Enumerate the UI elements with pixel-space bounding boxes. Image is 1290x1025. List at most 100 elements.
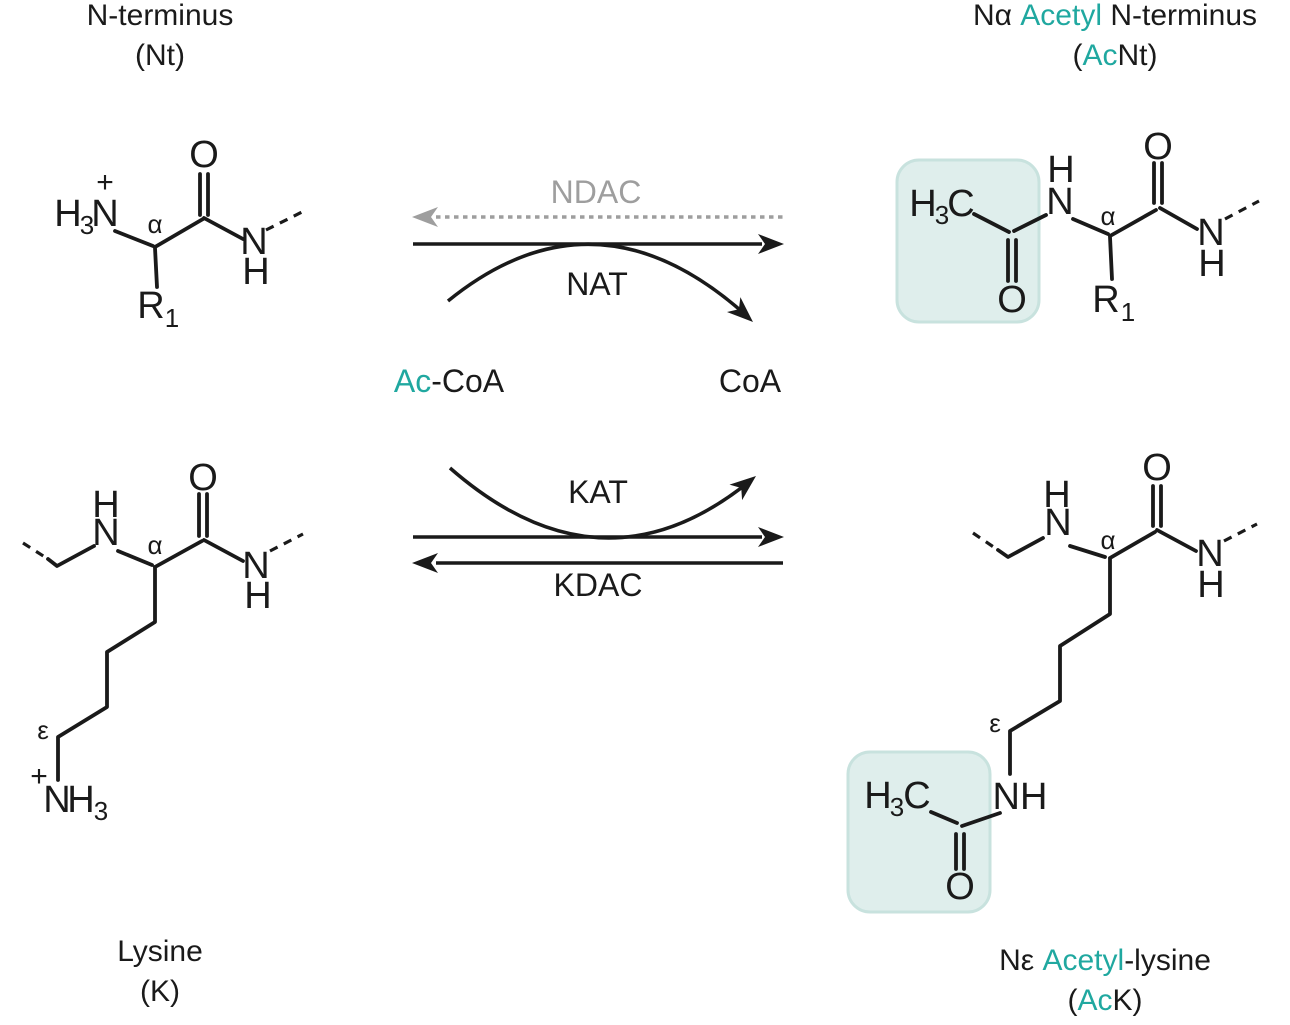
- structure-acetyl-n-terminus: H 3 C O H N α O N H R 1: [909, 126, 1260, 327]
- atom-H: H: [67, 779, 94, 821]
- epsilon-label: ε: [989, 708, 1001, 738]
- bond: [1158, 206, 1199, 231]
- atom-N: N: [91, 193, 118, 235]
- charge-plus: +: [30, 760, 48, 793]
- atom-N: N: [1197, 212, 1224, 254]
- enzyme-nat-label: NAT: [566, 266, 628, 302]
- atom-C: C: [947, 183, 974, 225]
- atom-N: N: [1044, 502, 1071, 544]
- label-part: -CoA: [431, 363, 505, 399]
- subscript-3: 3: [935, 200, 949, 230]
- structure-n-terminus: + H 3 N α O N H R 1: [54, 134, 303, 333]
- label-acetyl-lysine: Nε Acetyl-lysine (AcK): [950, 941, 1260, 1021]
- structure-acetyl-lysine: H N α O N H ε NH H 3 C O: [864, 447, 1258, 908]
- atom-O: O: [189, 134, 219, 176]
- subscript-3: 3: [80, 210, 94, 240]
- epsilon-label: ε: [37, 715, 49, 745]
- bond: [153, 217, 205, 249]
- atom-N: N: [242, 545, 269, 587]
- bond: [202, 216, 245, 241]
- sidechain-bonds: [1008, 557, 1112, 776]
- structure-lysine: H N α O N H ε + N H 3: [22, 457, 304, 826]
- dashed-bond: [972, 531, 999, 552]
- label-line1: Nε Acetyl-lysine: [950, 941, 1260, 981]
- bond: [1012, 213, 1048, 233]
- dashed-bond: [269, 532, 304, 553]
- atom-N: N: [240, 221, 267, 263]
- label-part: K): [1112, 984, 1143, 1017]
- bond: [116, 549, 154, 567]
- atom-O: O: [945, 866, 975, 908]
- label-part: (: [1072, 39, 1083, 72]
- dashed-bond: [1224, 199, 1260, 221]
- sidechain-R: R: [1092, 279, 1119, 321]
- atom-NH: NH: [993, 776, 1048, 818]
- bottom-reaction-arrows: [412, 466, 784, 573]
- alpha-label: α: [147, 530, 162, 560]
- atom-H: H: [242, 251, 269, 293]
- bond: [46, 544, 96, 568]
- atom-N: N: [1196, 533, 1223, 575]
- subscript-1: 1: [165, 303, 179, 333]
- label-part: (: [1067, 984, 1078, 1017]
- atom-H: H: [1197, 564, 1224, 606]
- bond: [202, 538, 245, 563]
- label-part: Nε: [999, 944, 1043, 977]
- label-line1: N-terminus: [86, 0, 234, 32]
- atom-N: N: [1046, 181, 1073, 223]
- bond: [1108, 208, 1158, 238]
- dashed-bond: [1223, 522, 1258, 543]
- bond: [996, 536, 1045, 559]
- subscript-3: 3: [890, 792, 904, 822]
- dashed-bond: [22, 541, 49, 561]
- subscript-3: 3: [94, 796, 108, 826]
- bond: [1068, 544, 1107, 559]
- atom-N: N: [43, 779, 70, 821]
- atom-H: H: [864, 775, 891, 817]
- label-part-accent: Acetyl: [1042, 944, 1125, 977]
- subscript-1: 1: [1121, 297, 1135, 327]
- arrowhead-up-right-icon: [729, 476, 756, 501]
- label-part-accent: Ac: [1082, 39, 1118, 72]
- label-part-accent: Ac: [1077, 984, 1113, 1017]
- alpha-label: α: [147, 209, 162, 239]
- top-reaction-arrows: [412, 207, 784, 322]
- dashed-bond: [265, 210, 303, 232]
- atom-N: N: [92, 512, 119, 554]
- label-part: -lysine: [1124, 944, 1211, 977]
- acetyl-highlight-box-bottom: [846, 750, 992, 914]
- bond: [960, 811, 1002, 828]
- cofactor-swoosh-arrow: [446, 242, 750, 319]
- atom-H: H: [244, 575, 271, 617]
- label-line2: (AcK): [950, 981, 1260, 1021]
- label-part: N-terminus: [1102, 0, 1258, 32]
- bond: [153, 539, 204, 569]
- label-line1: Nα Acetyl N-terminus: [950, 0, 1280, 36]
- label-acetyl-n-terminus: Nα Acetyl N-terminus (AcNt): [950, 0, 1280, 76]
- label-line2: (K): [140, 975, 180, 1008]
- arrowhead-right-icon: [758, 234, 784, 254]
- bond: [1108, 530, 1157, 560]
- atom-H: H: [909, 183, 936, 225]
- bond: [929, 810, 959, 825]
- sidechain-R: R: [137, 285, 164, 327]
- label-part-accent: Acetyl: [1020, 0, 1102, 32]
- atom-O: O: [188, 457, 218, 499]
- label-lysine: Lysine (K): [60, 932, 260, 1012]
- label-line2: (Nt): [135, 39, 185, 72]
- label-part: Nt): [1117, 39, 1158, 72]
- arrowhead-left-icon: [412, 207, 438, 227]
- arrowhead-down-right-icon: [726, 297, 753, 322]
- acetyl-highlight-box-top: [895, 158, 1041, 324]
- arrowhead-left-icon: [412, 553, 438, 573]
- bond: [1155, 528, 1198, 553]
- enzyme-kdac-label: KDAC: [553, 567, 643, 603]
- atom-O: O: [997, 279, 1027, 321]
- atom-H: H: [1198, 243, 1225, 285]
- atom-O: O: [1142, 447, 1172, 489]
- atom-H: H: [54, 193, 81, 235]
- label-line2: (AcNt): [950, 36, 1280, 76]
- atom-H: H: [1047, 149, 1074, 191]
- bond: [1108, 235, 1114, 281]
